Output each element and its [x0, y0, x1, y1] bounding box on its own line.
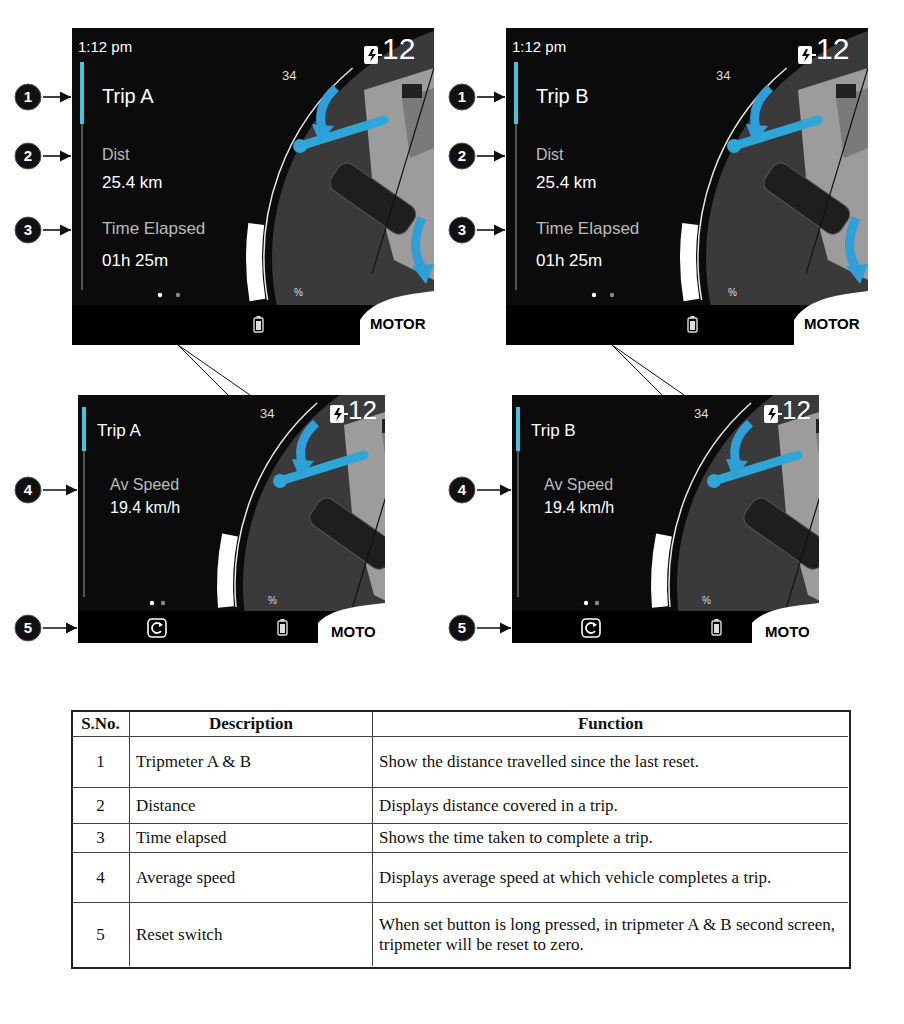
screen-text: 12 — [348, 396, 377, 426]
screen-text: 25.4 km — [102, 173, 162, 193]
table-cell: Tripmeter A & B — [130, 737, 373, 788]
callout-number: 3 — [14, 216, 42, 244]
callout-number: 1 — [14, 83, 42, 111]
screen-text: Time Elapsed — [102, 219, 205, 239]
zoom-line — [178, 345, 250, 395]
table-cell: 1 — [72, 737, 130, 788]
callout-number: 1 — [448, 83, 476, 111]
screen-text: % — [702, 595, 711, 607]
screen-text: 01h 25m — [536, 251, 602, 271]
screen-text: 19.4 km/h — [544, 499, 614, 517]
leader-arrow — [43, 627, 77, 629]
screen-text: % — [268, 595, 277, 607]
screen-text: MOTO — [331, 623, 376, 640]
screen-text: Trip B — [531, 421, 576, 441]
screen-text: Av Speed — [544, 476, 613, 494]
zoom-line — [612, 345, 684, 395]
screen-text: 01h 25m — [102, 251, 168, 271]
leader-arrow — [43, 155, 71, 157]
table-cell: When set button is long pressed, in trip… — [373, 903, 848, 966]
screen-text: 34 — [260, 407, 274, 422]
callout-text: 4 — [14, 476, 42, 504]
table-cell: 3 — [72, 824, 130, 853]
screen-text: 1:12 pm — [78, 38, 132, 55]
table-cell: 4 — [72, 853, 130, 903]
table-cell: Function — [373, 712, 848, 737]
table-cell: Displays distance covered in a trip. — [373, 788, 848, 824]
table-cell: 2 — [72, 788, 130, 824]
screen-text: Time Elapsed — [536, 219, 639, 239]
screen-text: 34 — [716, 69, 730, 84]
screen-text: MOTOR — [804, 315, 860, 332]
leader-arrow — [43, 96, 71, 98]
table-cell: Average speed — [130, 853, 373, 903]
leader-arrow — [43, 489, 77, 491]
callout-text: 2 — [14, 142, 42, 170]
screen-text: 34 — [694, 407, 708, 422]
screen-text: Trip B — [536, 85, 589, 108]
callout-text: 2 — [448, 142, 476, 170]
table-cell: S.No. — [72, 712, 130, 737]
screen-text: 12 — [782, 396, 811, 426]
table-cell: Distance — [130, 788, 373, 824]
screen-text: 12 — [382, 32, 415, 67]
screen-text: Trip A — [102, 85, 154, 108]
screen-text: Av Speed — [110, 476, 179, 494]
callout-text: 1 — [448, 83, 476, 111]
callout-number: 4 — [14, 476, 42, 504]
callout-text: 4 — [448, 476, 476, 504]
screen-text: Trip A — [97, 421, 141, 441]
table-cell: 5 — [72, 903, 130, 966]
screen-text: Dist — [102, 146, 130, 164]
leader-arrow — [477, 489, 511, 491]
table-cell: Time elapsed — [130, 824, 373, 853]
screen-text: 12 — [816, 32, 849, 67]
screen-text: % — [294, 287, 303, 299]
screen-text: 25.4 km — [536, 173, 596, 193]
screen-text: % — [728, 287, 737, 299]
table-cell: Description — [130, 712, 373, 737]
table-cell: Show the distance travelled since the la… — [373, 737, 848, 788]
callout-number: 5 — [14, 614, 42, 642]
leader-arrow — [477, 96, 505, 98]
leader-arrow — [477, 155, 505, 157]
table-cell: Reset switch — [130, 903, 373, 966]
leader-arrow — [43, 229, 71, 231]
table-cell: Displays average speed at which vehicle … — [373, 853, 848, 903]
callout-text: 5 — [448, 614, 476, 642]
screen-text: MOTOR — [370, 315, 426, 332]
screen-text: 19.4 km/h — [110, 499, 180, 517]
display-screen: Trip B 34 12 Av Speed 19.4 km/h% MOTO — [512, 395, 819, 643]
callout-number: 3 — [448, 216, 476, 244]
screen-text: 1:12 pm — [512, 38, 566, 55]
leader-arrow — [477, 627, 511, 629]
screen-text: MOTO — [765, 623, 810, 640]
callout-text: 3 — [448, 216, 476, 244]
screen-text: Dist — [536, 146, 564, 164]
callout-number: 2 — [14, 142, 42, 170]
screen-text: 34 — [282, 69, 296, 84]
display-screen: Trip A 34 12 Av Speed 19.4 km/h% MOTO — [78, 395, 385, 643]
display-screen: 1:12 pm 34 12Trip B Dist 25.4 km Time Elapsed… — [506, 28, 868, 345]
callout-text: 5 — [14, 614, 42, 642]
callout-number: 4 — [448, 476, 476, 504]
callout-number: 2 — [448, 142, 476, 170]
display-screen: 1:12 pm 34 12Trip A Dist 25.4 km Time Elapsed… — [72, 28, 434, 345]
callout-text: 1 — [14, 83, 42, 111]
table-cell: Shows the time taken to complete a trip. — [373, 824, 848, 853]
callout-text: 3 — [14, 216, 42, 244]
callout-number: 5 — [448, 614, 476, 642]
leader-arrow — [477, 229, 505, 231]
